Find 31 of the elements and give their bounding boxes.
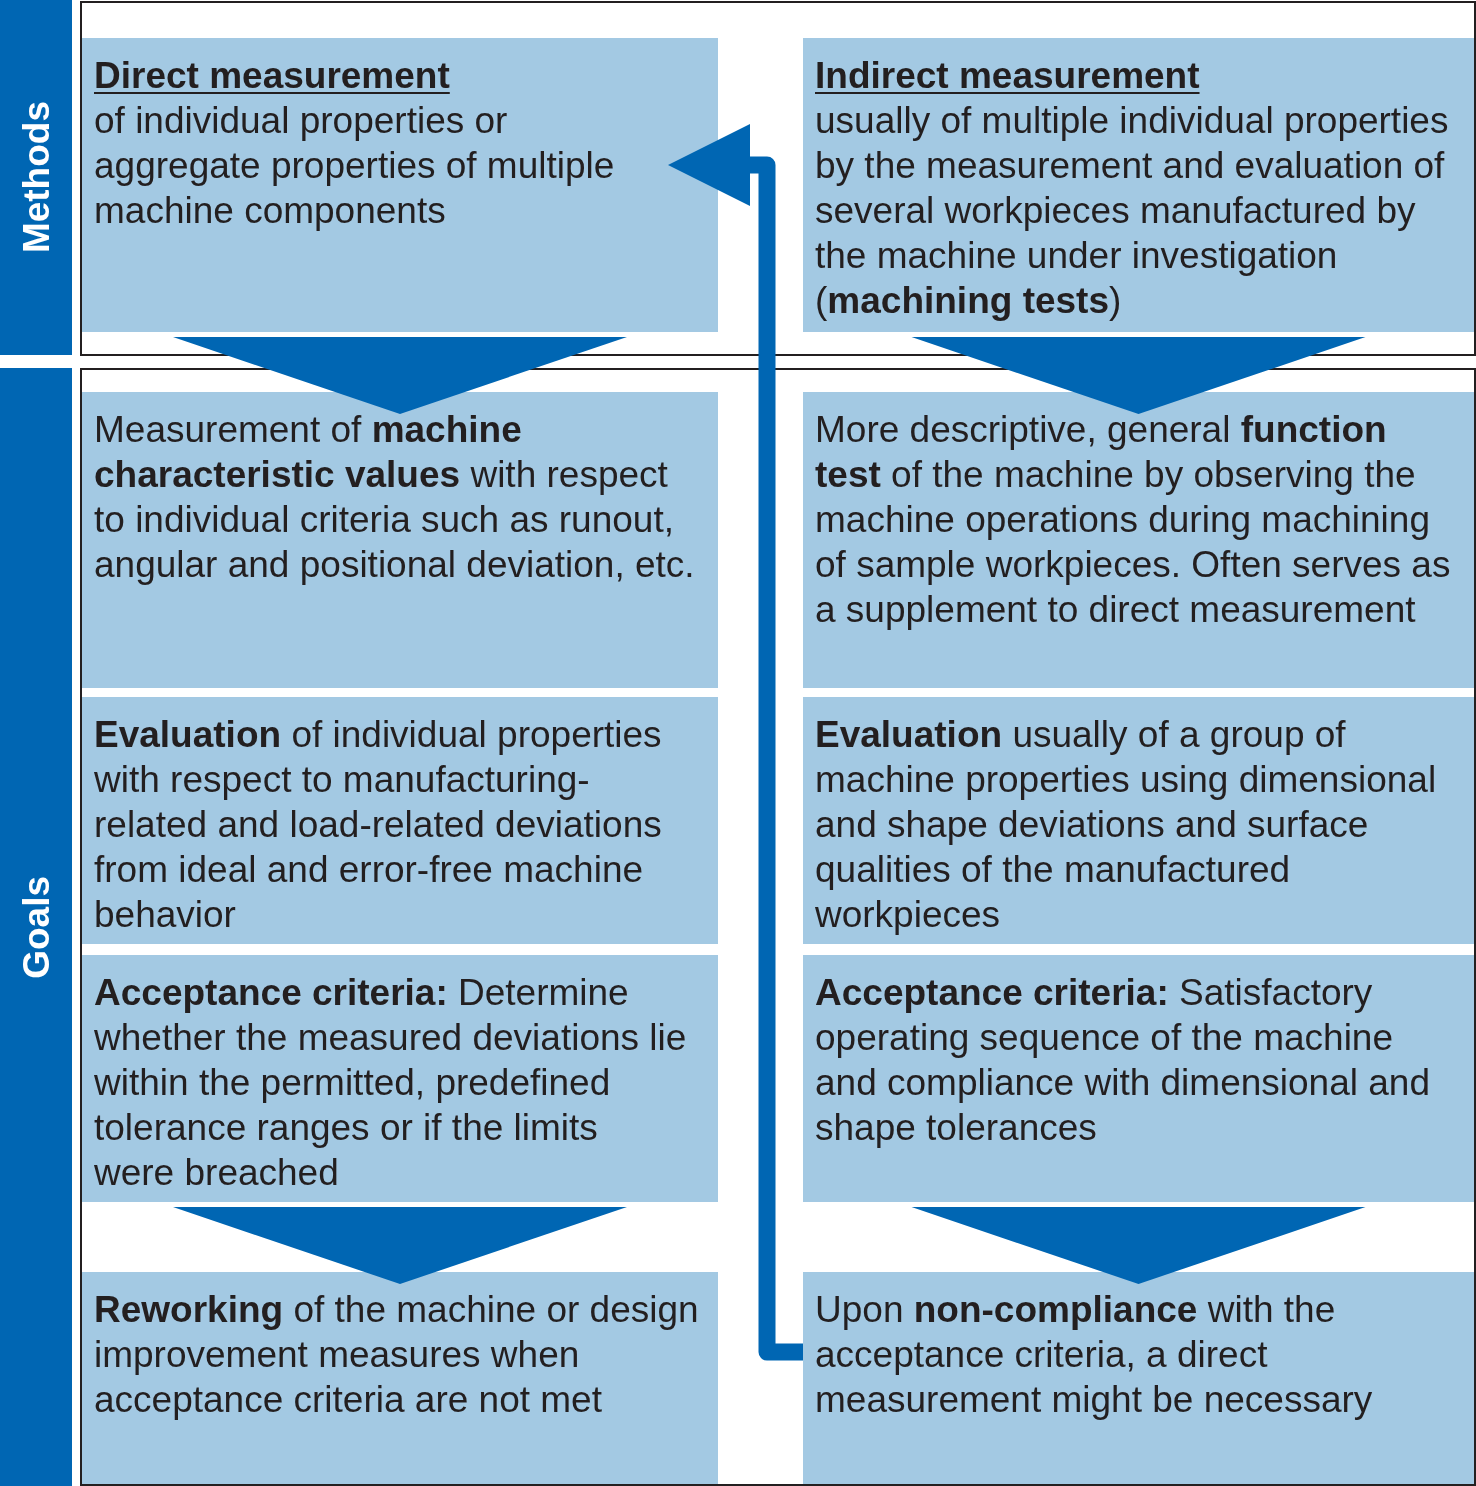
section-band [0, 368, 72, 1486]
section-band [0, 0, 72, 355]
text-box [82, 1272, 718, 1484]
text-box [82, 697, 718, 944]
chevron-arrow [173, 337, 627, 414]
box-text: Acceptance criteria: Satisfactory operating sequence of the machine and compliance with dimensional and shape tolerances [815, 971, 1431, 1150]
section-label: Goals [17, 875, 55, 979]
chevron-arrow [173, 1207, 627, 1284]
box-text: Acceptance criteria: Determine whether the measured deviations lie within the permitted, predefined tolerance ranges or if the limits were breached [94, 971, 687, 1195]
section-label: Methods [17, 101, 55, 254]
chevron-arrow [911, 337, 1366, 414]
box-heading: Indirect measurement [815, 54, 1200, 98]
box-text: Measurement of machine characteristic values with respect to individual criteria such as runout, angular and positional deviation, etc. [94, 408, 696, 587]
text-box [82, 955, 718, 1202]
text-box [82, 392, 718, 688]
box-text: Reworking of the machine or design improvement measures when acceptance criteria are not met [94, 1288, 700, 1422]
text-box [803, 1272, 1474, 1484]
box-text: Evaluation usually of a group of machine properties using dimensional and shape deviations and surface qualities of the manufactured workpieces [815, 713, 1438, 937]
text-box [82, 38, 718, 332]
box-text: Upon non-compliance with the acceptance criteria, a direct measurement might be necessary [815, 1288, 1374, 1422]
box-text: of individual properties or aggregate properties of multiple machine components [94, 99, 616, 233]
box-text: More descriptive, general function test of the machine by observing the machine operations during machining of sample workpieces. Often serves as a supplement to direct measurement [815, 408, 1452, 632]
text-box [803, 955, 1474, 1202]
text-box [803, 392, 1474, 688]
text-box [803, 38, 1474, 332]
chevron-arrow [911, 1207, 1366, 1284]
box-text: usually of multiple individual properties by the measurement and evaluation of several workpieces manufactured by the machine under investigation (machining tests) [815, 99, 1450, 323]
arrow [668, 124, 803, 1361]
box-text: Evaluation of individual properties with respect to manufacturing-related and load-related deviations from ideal and error-free machine behavior [94, 713, 663, 937]
text-box [803, 697, 1474, 944]
box-heading: Direct measurement [94, 54, 450, 98]
